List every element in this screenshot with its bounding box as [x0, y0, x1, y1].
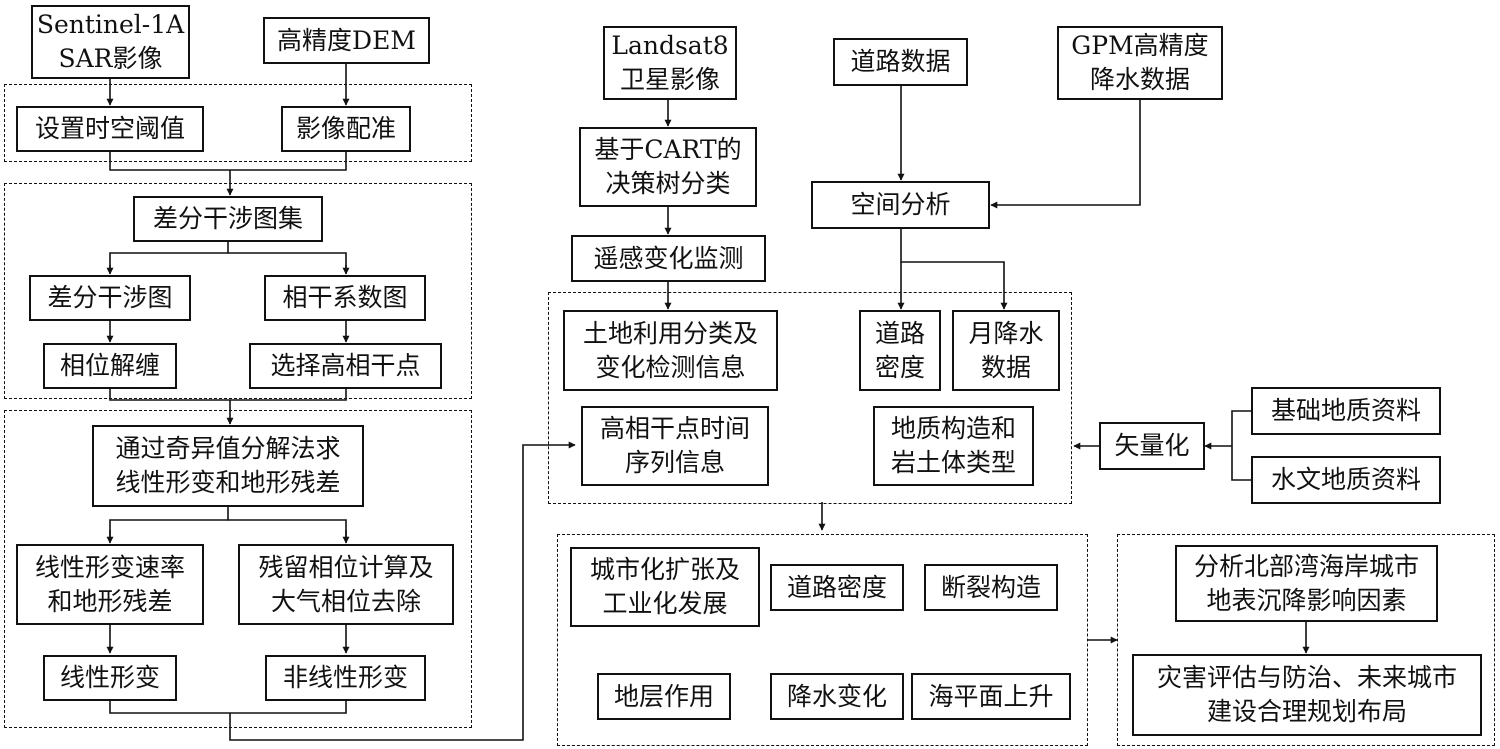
group-interferogram [4, 183, 472, 399]
node-gpm: GPM高精度 降水数据 [1057, 26, 1223, 100]
line-merge-mid [109, 388, 347, 401]
group-deformation [4, 410, 472, 728]
node-geo-structure: 地质构造和 岩土体类型 [873, 406, 1034, 486]
node-road-density: 道路密度 [770, 564, 904, 611]
node-cart: 基于CART的 决策树分类 [579, 127, 757, 207]
group-analysis [1117, 534, 1495, 746]
line-diffset-split [109, 240, 229, 273]
node-vectorize: 矢量化 [1099, 422, 1205, 470]
group-integration [548, 292, 1072, 504]
node-set-threshold: 设置时空阈值 [16, 106, 204, 152]
node-residual-phase: 残留相位计算及 大气相位去除 [238, 544, 454, 625]
node-precip-change: 降水变化 [770, 673, 904, 720]
group-preprocessing [4, 84, 472, 162]
node-coherence-map: 相干系数图 [264, 275, 426, 321]
node-disaster: 灾害评估与防治、未来城市 建设合理规划布局 [1132, 654, 1482, 736]
line-spatial-split [900, 229, 1008, 310]
node-stratum: 地层作用 [597, 673, 731, 720]
node-svd: 通过奇异值分解法求 线性形变和地形残差 [92, 425, 364, 507]
node-fault: 断裂构造 [924, 564, 1058, 611]
group-factors [557, 534, 1088, 746]
node-dem: 高精度DEM [263, 17, 430, 64]
node-land-use: 土地利用分类及 变化检测信息 [563, 310, 778, 391]
node-linear-rate: 线性形变速率 和地形残差 [16, 544, 204, 625]
node-monthly-precip: 月降水 数据 [952, 310, 1060, 391]
line-geo-join [1231, 410, 1251, 481]
node-hydro-geo: 水文地质资料 [1251, 456, 1441, 504]
node-rs-monitor: 遥感变化监测 [571, 235, 766, 282]
node-landsat: Landsat8 卫星影像 [603, 26, 737, 100]
arrow-gpm-to-spatial [990, 100, 1141, 209]
node-basic-geo: 基础地质资料 [1251, 387, 1441, 435]
node-sentinel: Sentinel-1A SAR影像 [31, 5, 190, 79]
node-urbanization: 城市化扩张及 工业化发展 [570, 547, 760, 627]
node-analyze-factors: 分析北部湾海岸城市 地表沉降影响因素 [1175, 545, 1438, 622]
node-spatial-analysis: 空间分析 [811, 181, 990, 229]
node-registration: 影像配准 [281, 106, 411, 152]
node-road-data: 道路数据 [833, 38, 968, 86]
node-nonlinear-def: 非线性形变 [265, 655, 426, 701]
node-unwrap: 相位解缠 [43, 343, 177, 389]
node-select-points: 选择高相干点 [249, 343, 442, 389]
arrow-to-coherent-ts [229, 441, 576, 741]
line-bottom-merge [109, 701, 347, 714]
node-linear-def: 线性形变 [43, 655, 177, 701]
node-sea-level: 海平面上升 [911, 673, 1071, 720]
node-diff-gram: 差分干涉图 [29, 275, 191, 321]
node-road-density-box: 道路 密度 [859, 310, 941, 391]
node-diff-set: 差分干涉图集 [133, 196, 323, 242]
node-coherent-ts: 高相干点时间 序列信息 [581, 406, 769, 486]
